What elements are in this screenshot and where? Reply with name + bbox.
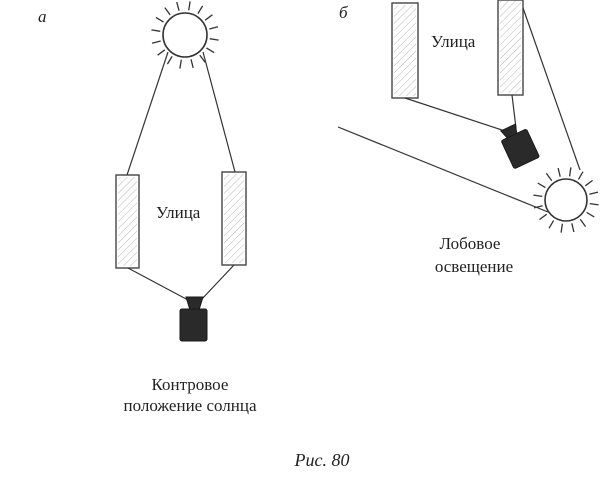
sun-ray [589,191,599,195]
sun-ray [557,167,561,177]
panel-a: а Улица Контровое положение солнца [38,1,257,415]
panel-b-camera-icon [500,123,540,169]
sun-ray [577,171,584,180]
panel-a-street-label: Улица [156,203,201,222]
sun-ray [548,220,555,229]
sun-ray [586,211,595,218]
panel-b-building-right-hatch [500,1,521,93]
panel-b: б Улица Лобовое освещение [337,0,599,276]
panel-b-light-line-high [522,7,581,171]
panel-a-light-line-right [202,51,236,173]
sun-ray [209,26,219,30]
sun-ray [589,202,599,206]
sun-ray [579,218,587,227]
sun-ray [164,7,171,16]
panel-a-letter: а [38,7,47,26]
figure-caption: Рис. 80 [294,450,350,470]
sun-ray [204,14,213,21]
sun-ray [166,56,173,65]
panel-b-view-line-left [404,97,509,133]
panel-a-light-line-left [126,51,169,176]
panel-b-sun-icon [533,167,599,233]
sun-ray [151,29,161,32]
panel-a-view-line-left [127,267,189,301]
panel-a-building-left-hatch [118,177,137,266]
panel-a-caption-line2: положение солнца [123,396,256,415]
panel-a-caption-line1: Контровое [152,375,229,394]
panel-a-view-line-right [200,264,235,301]
sun-ray [209,38,219,41]
panel-b-caption-line1: Лобовое [440,234,501,253]
sun-ray [155,16,164,23]
panel-b-street-label: Улица [431,32,476,51]
sun-ray [179,59,182,69]
sun-ray [190,59,194,69]
sun-ray [176,1,180,11]
panel-a-sun-icon [151,1,219,69]
sun-ray [188,1,191,11]
sun-ray [151,40,161,44]
sun-ray [199,54,206,63]
sun-ray [197,5,204,14]
panel-b-letter: б [339,3,348,22]
sun-ray [157,49,166,56]
panel-b-view-line-right [511,94,517,129]
sun-ray [560,223,564,233]
sun-ray [533,205,543,209]
sun-ray [584,179,593,187]
sun-ray [568,167,572,177]
sun-ray [571,223,575,233]
panel-a-building-right-hatch [224,174,244,263]
sun-ray [537,182,546,189]
panel-a-camera-icon [179,296,208,342]
sun-ray [545,173,553,182]
panel-b-building-left-hatch [394,5,416,96]
panel-b-light-line-low [337,126,549,213]
panel-b-caption-line2: освещение [435,257,513,276]
sun-ray [533,194,543,198]
sun-ray [539,213,548,221]
sun-ray [206,47,215,54]
